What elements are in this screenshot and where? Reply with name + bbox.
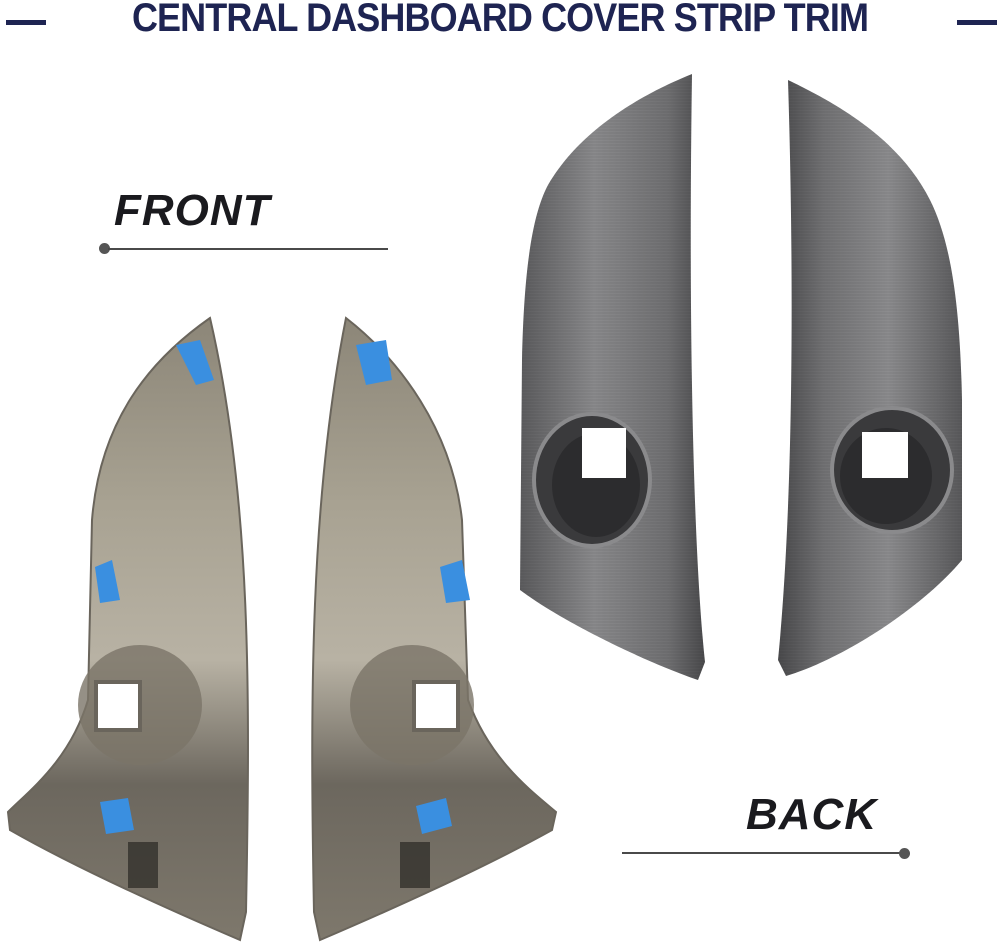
back-label-dot xyxy=(899,848,910,859)
front-label-rule xyxy=(108,248,388,250)
title-dash-right xyxy=(957,20,997,25)
page-title: CENTRAL DASHBOARD COVER STRIP TRIM xyxy=(131,0,869,40)
title-bar: CENTRAL DASHBOARD COVER STRIP TRIM xyxy=(0,0,1000,48)
back-label-rule xyxy=(622,852,902,854)
title-dash-left xyxy=(6,20,46,25)
back-label: BACK xyxy=(746,790,878,839)
front-label-dot xyxy=(99,243,110,254)
front-label: FRONT xyxy=(114,186,271,235)
